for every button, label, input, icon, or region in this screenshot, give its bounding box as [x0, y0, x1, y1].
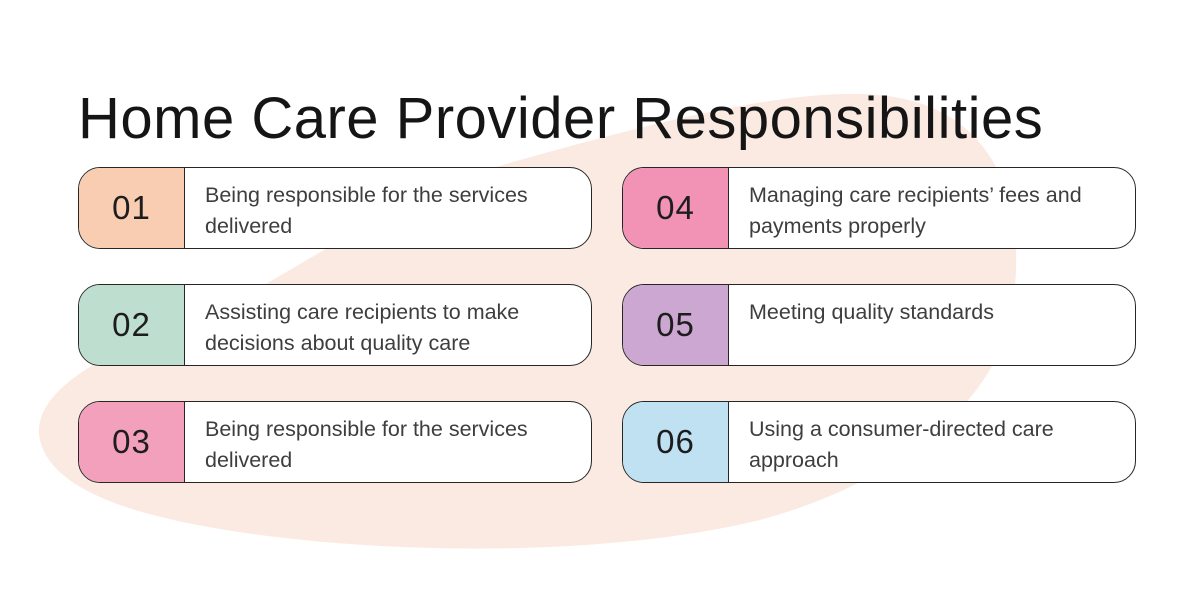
- card-text: Assisting care recipients to make decisi…: [205, 300, 520, 355]
- responsibility-list: 01 Being responsible for the services de…: [78, 167, 1136, 483]
- responsibility-card-6: 06 Using a consumer-directed care approa…: [622, 401, 1136, 483]
- responsibility-card-1: 01 Being responsible for the services de…: [78, 167, 592, 249]
- card-text: Being responsible for the services deliv…: [205, 183, 528, 238]
- card-text: Meeting quality standards: [749, 300, 995, 324]
- responsibility-card-5: 05 Meeting quality standards: [622, 284, 1136, 366]
- card-number-badge: 06: [623, 402, 729, 482]
- card-text: Using a consumer-directed care approach: [749, 417, 1054, 472]
- card-number-badge: 04: [623, 168, 729, 248]
- card-number-badge: 01: [79, 168, 185, 248]
- responsibility-card-3: 03 Being responsible for the services de…: [78, 401, 592, 483]
- card-number-badge: 02: [79, 285, 185, 365]
- card-number-badge: 05: [623, 285, 729, 365]
- card-text: Managing care recipients’ fees and payme…: [749, 183, 1082, 238]
- card-number-badge: 03: [79, 402, 185, 482]
- page-title: Home Care Provider Responsibilities: [78, 85, 1044, 151]
- responsibility-card-4: 04 Managing care recipients’ fees and pa…: [622, 167, 1136, 249]
- card-text: Being responsible for the services deliv…: [205, 417, 528, 472]
- responsibility-card-2: 02 Assisting care recipients to make dec…: [78, 284, 592, 366]
